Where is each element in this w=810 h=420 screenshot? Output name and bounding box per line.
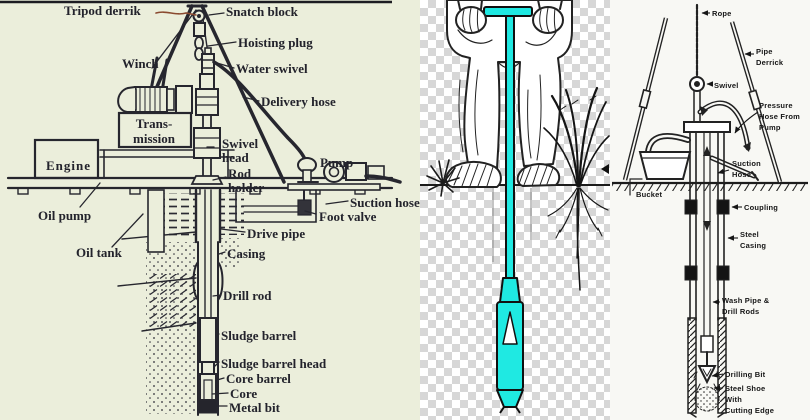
- label-foot-valve: Foot valve: [319, 209, 377, 224]
- label-suction-hose: Suction hose: [350, 195, 420, 210]
- label-drilling-bit: Drilling Bit: [725, 370, 766, 379]
- label-winch: Winch: [122, 56, 159, 71]
- label-transmission: Trans- mission: [133, 116, 175, 146]
- rotary-rig-drawing: [0, 0, 402, 416]
- label-sludge-barrel: Sludge barrel: [221, 328, 297, 343]
- label-swivel-head: Swivel head: [222, 136, 259, 165]
- wash-boring-drawing: [612, 3, 808, 418]
- label-rod-holder: Rod holder: [228, 166, 265, 195]
- label-pipe-derrick: Pipe Derrick: [756, 47, 784, 67]
- auger-connector: [499, 277, 521, 303]
- grass-tuft: [426, 159, 460, 197]
- label-metal-bit: Metal bit: [229, 400, 280, 415]
- label-drill-rod: Drill rod: [223, 288, 272, 303]
- label-casing: Casing: [227, 246, 266, 261]
- label-coupling: Coupling: [744, 203, 779, 212]
- derrick-group: [144, 4, 286, 184]
- rotary-drilling-panel: Tripod derrik Snatch block Hoisting plug…: [0, 0, 420, 420]
- label-wash-pipe: Wash Pipe & Drill Rods: [722, 296, 770, 316]
- label-arrows-group: [701, 10, 759, 391]
- wash-boring-panel: Rope Pipe Derrick Swivel Pressure Hose F…: [610, 0, 810, 420]
- auger-t-handle: [483, 6, 533, 17]
- hand-auger-panel: [420, 0, 610, 420]
- plant-with-roots: [543, 86, 610, 291]
- hand-auger-drawing: [420, 0, 610, 414]
- label-drive-pipe: Drive pipe: [247, 226, 306, 241]
- label-pressure-hose: Pressure Hose From Pump: [759, 101, 800, 132]
- label-steel-shoe: Steel Shoe With Cutting Edge: [725, 384, 775, 415]
- auger-tip: [496, 389, 524, 408]
- stray-arrowhead: [601, 164, 609, 174]
- label-pump: Pump: [320, 155, 354, 170]
- label-steel-casing: Steel Casing: [740, 230, 767, 250]
- label-rope: Rope: [712, 9, 732, 18]
- machine-group: [6, 56, 394, 195]
- label-delivery-hose: Delivery hose: [261, 94, 336, 109]
- label-snatch-block: Snatch block: [226, 4, 298, 19]
- leader-lines-group: [79, 11, 349, 407]
- label-core-barrel: Core barrel: [226, 371, 291, 386]
- auger-barrel-slot: [502, 311, 518, 345]
- casing-group: [684, 131, 730, 418]
- label-core: Core: [230, 386, 258, 401]
- borehole-group: [117, 188, 244, 416]
- label-bucket: Bucket: [636, 190, 663, 199]
- swivel-head-column-group: [190, 47, 224, 185]
- label-hoisting-plug: Hoisting plug: [238, 35, 313, 50]
- label-oil-pump: Oil pump: [38, 208, 92, 223]
- hoses-tub-group: [629, 100, 759, 196]
- operator-figure: [445, 0, 573, 188]
- auger-tip-fins: [499, 406, 521, 414]
- label-sludge-barrel-head: Sludge barrel head: [221, 356, 327, 371]
- label-oil-tank: Oil tank: [76, 245, 122, 260]
- auger-shaft: [505, 15, 515, 279]
- rope-swivel-group: [683, 3, 731, 133]
- label-engine: Engine: [46, 158, 92, 173]
- label-suction-hose: Suction Hose: [732, 159, 761, 179]
- label-water-swivel: Water swivel: [236, 61, 308, 76]
- label-swivel: Swivel: [714, 81, 739, 90]
- label-tripod-derrick: Tripod derrik: [64, 3, 141, 18]
- operator-hands: [455, 0, 564, 34]
- pipe-derrick-group: [622, 17, 783, 183]
- auger-tool: [483, 6, 533, 414]
